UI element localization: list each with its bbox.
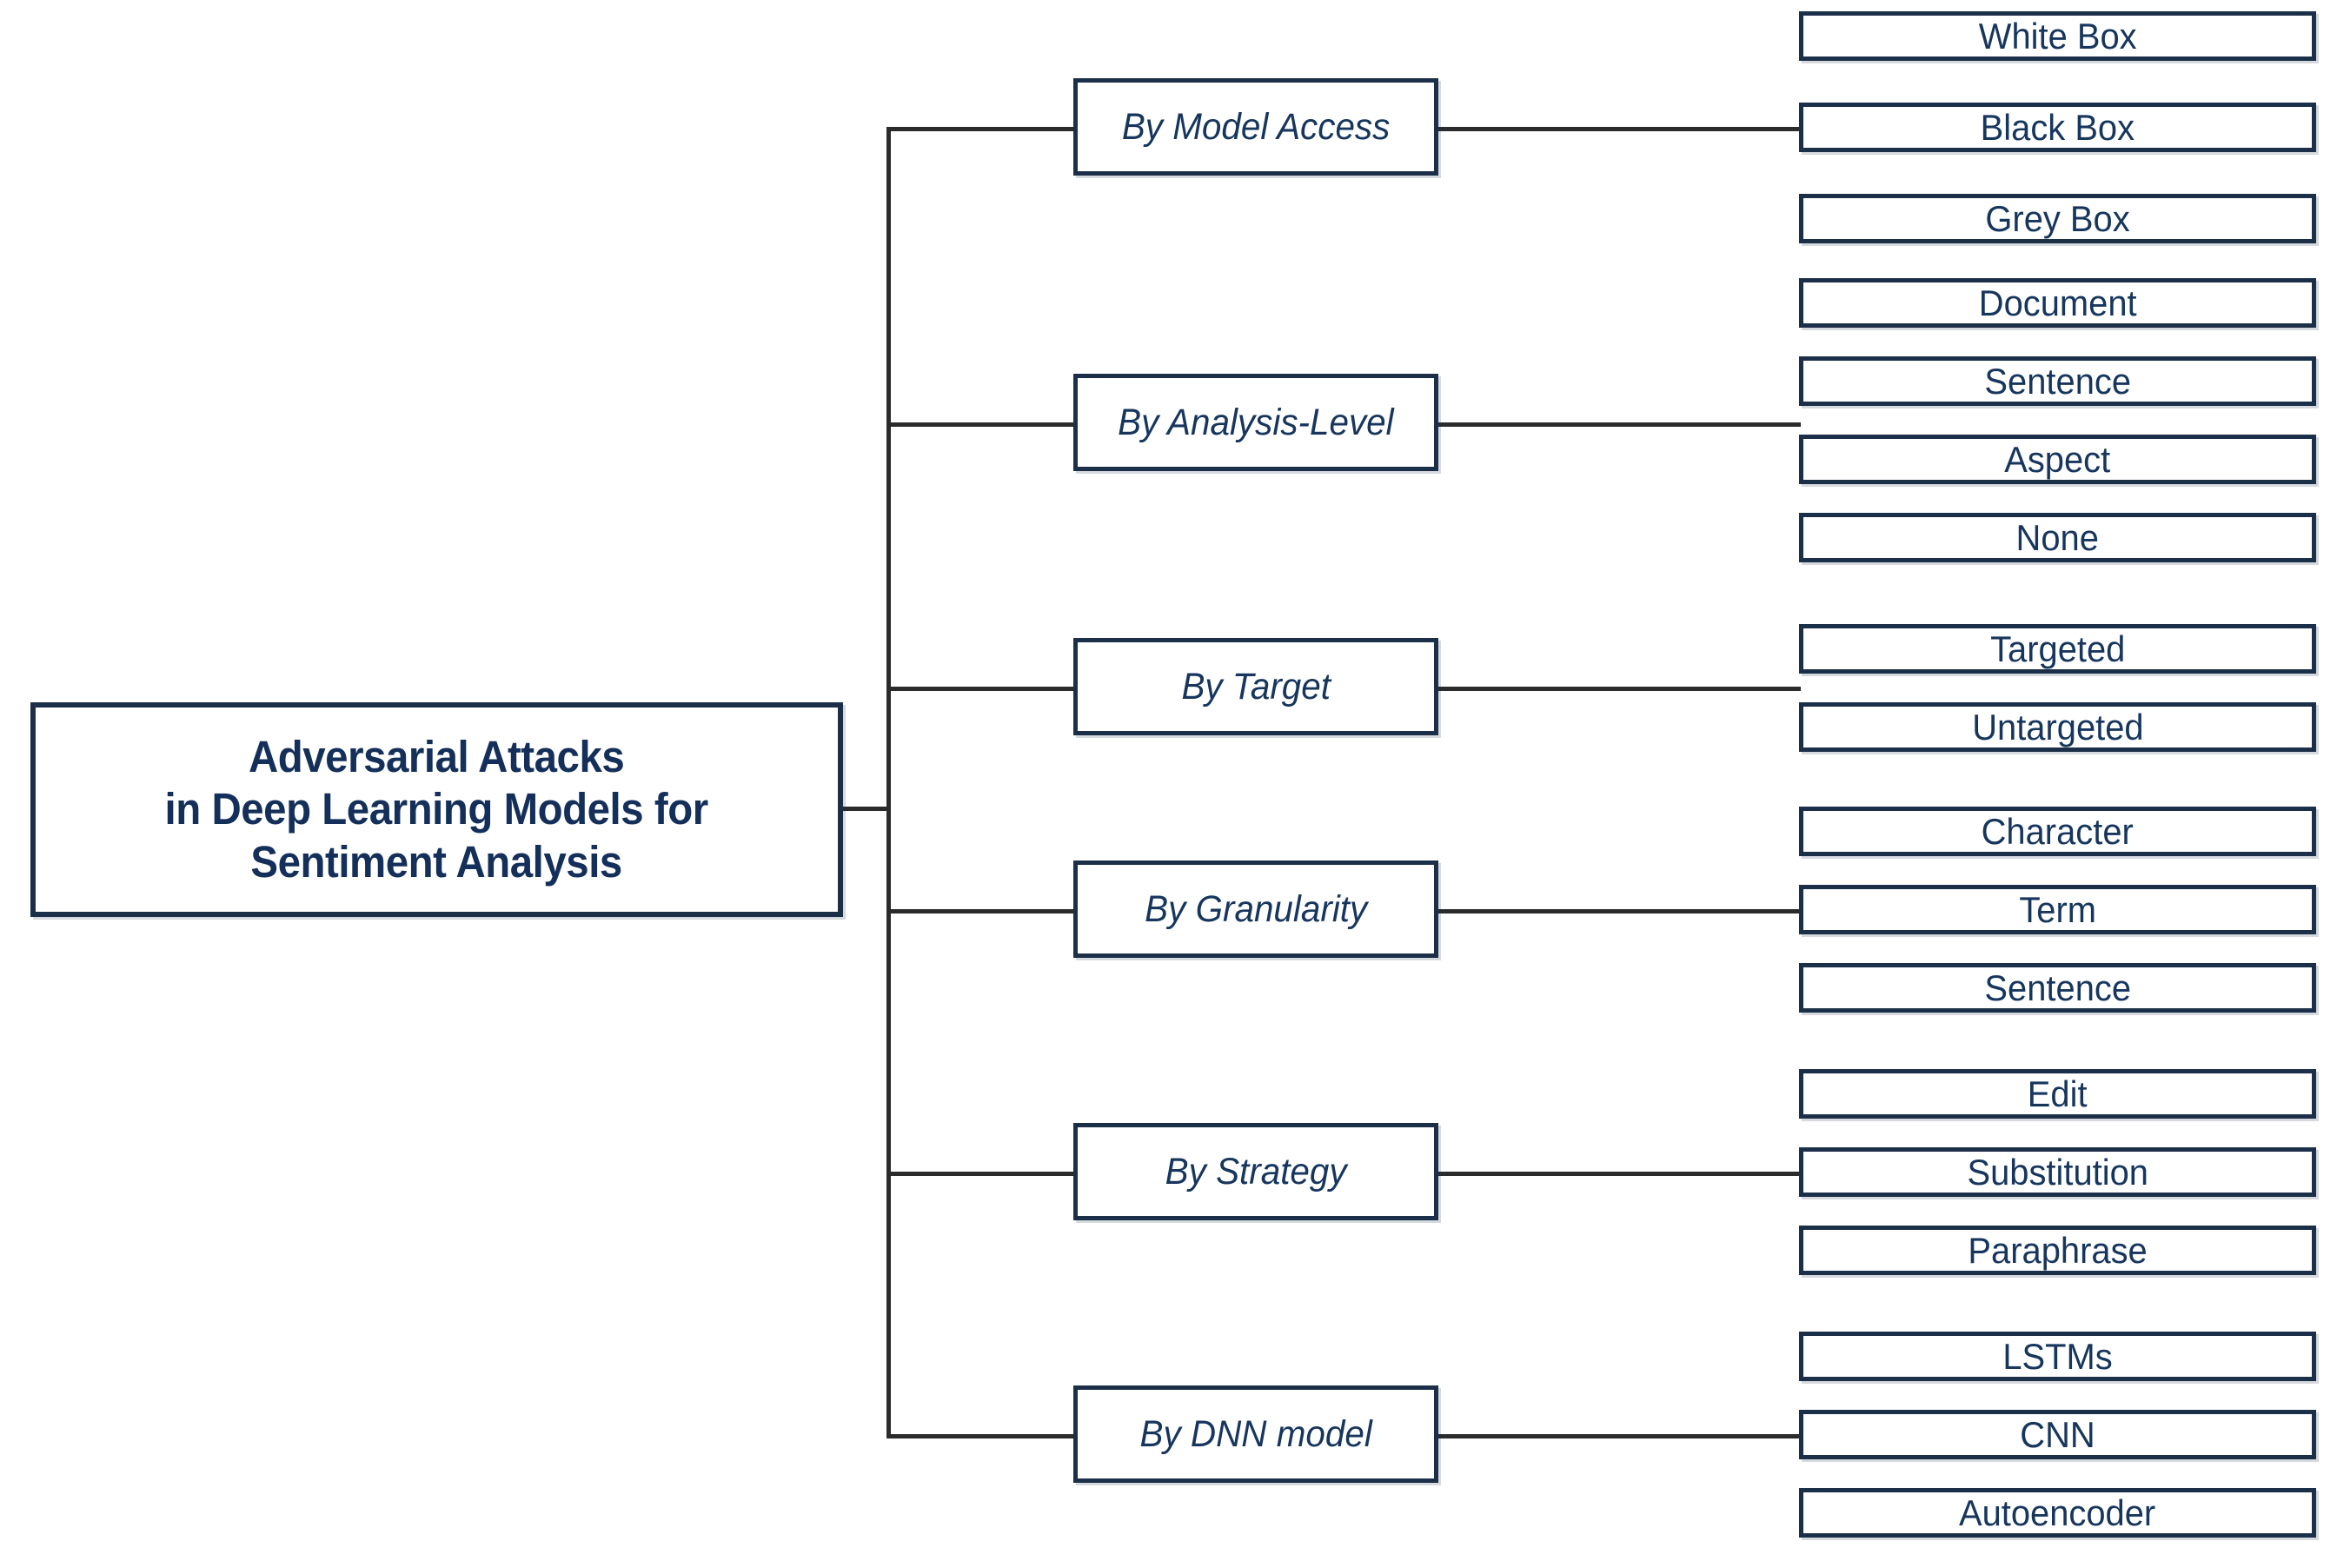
leaf-label: Sentence [1984,360,2131,402]
leaf-label: Sentence [1984,967,2131,1008]
leaf-node-none[interactable]: None [1799,513,2316,562]
leaf-node-white-box[interactable]: White Box [1799,11,2316,61]
root-line-2: in Deep Learning Models for [164,784,709,834]
leaf-node-sentence-analysis[interactable]: Sentence [1799,356,2316,406]
connector-branch-5-to-leaves [1436,1172,1801,1176]
connector-spine-to-branch-5 [886,1172,1076,1176]
connector-spine [886,129,891,1438]
leaf-node-sentence-granularity[interactable]: Sentence [1799,963,2316,1013]
leaf-label: Character [1981,810,2135,852]
branch-label: By Analysis-Level [1118,401,1394,443]
leaf-node-edit[interactable]: Edit [1799,1069,2316,1119]
leaf-node-character[interactable]: Character [1799,807,2316,856]
leaf-label: Grey Box [1985,197,2130,239]
branch-node-by-model-access[interactable]: By Model Access [1073,78,1438,176]
leaf-label: Paraphrase [1968,1229,2148,1271]
branch-label: By Model Access [1121,105,1391,148]
leaf-label: Document [1978,282,2137,323]
branch-node-by-target[interactable]: By Target [1073,638,1438,735]
branch-node-by-analysis-level[interactable]: By Analysis-Level [1073,374,1438,471]
leaf-label: Black Box [1980,106,2135,148]
connector-root-to-spine [841,807,891,811]
root-line-1: Adversarial Attacks [249,732,625,782]
connector-spine-to-branch-3 [886,687,1076,691]
connector-spine-to-branch-1 [886,127,1076,131]
root-node-label: Adversarial Attacks in Deep Learning Mod… [164,731,709,888]
leaf-node-grey-box[interactable]: Grey Box [1799,194,2316,243]
leaf-node-targeted[interactable]: Targeted [1799,624,2316,674]
connector-branch-6-to-leaves [1436,1434,1801,1438]
connector-branch-2-to-leaves [1436,422,1801,427]
leaf-label: Edit [2028,1073,2088,1114]
leaf-label: Term [2019,888,2096,930]
leaf-label: LSTMs [2002,1335,2113,1377]
branch-label: By DNN model [1139,1412,1372,1455]
root-line-3: Sentiment Analysis [250,836,623,887]
leaf-label: Autoencoder [1959,1492,2156,1533]
leaf-node-substitution[interactable]: Substitution [1799,1147,2316,1197]
connector-spine-to-branch-2 [886,422,1076,427]
leaf-node-autoencoder[interactable]: Autoencoder [1799,1488,2316,1538]
branch-node-by-dnn-model[interactable]: By DNN model [1073,1385,1438,1483]
branch-node-by-strategy[interactable]: By Strategy [1073,1123,1438,1220]
branch-node-by-granularity[interactable]: By Granularity [1073,860,1438,958]
leaf-label: Targeted [1989,628,2126,669]
leaf-node-black-box[interactable]: Black Box [1799,103,2316,152]
leaf-node-term[interactable]: Term [1799,885,2316,934]
connector-branch-4-to-leaves [1436,909,1801,914]
leaf-label: None [2015,516,2100,558]
leaf-label: Substitution [1967,1151,2148,1193]
connector-branch-3-to-leaves [1436,687,1801,691]
leaf-node-lstms[interactable]: LSTMs [1799,1332,2316,1381]
leaf-node-untargeted[interactable]: Untargeted [1799,702,2316,752]
branch-label: By Target [1181,665,1331,708]
leaf-label: Aspect [2004,438,2111,480]
leaf-label: CNN [2020,1413,2095,1455]
leaf-node-document[interactable]: Document [1799,278,2316,328]
connector-spine-to-branch-6 [886,1434,1076,1438]
leaf-label: Untargeted [1971,706,2144,747]
leaf-node-aspect[interactable]: Aspect [1799,435,2316,484]
leaf-label: White Box [1978,15,2137,56]
leaf-node-cnn[interactable]: CNN [1799,1410,2316,1459]
leaf-node-paraphrase[interactable]: Paraphrase [1799,1226,2316,1275]
branch-label: By Strategy [1165,1150,1347,1193]
connector-spine-to-branch-4 [886,909,1076,914]
root-node[interactable]: Adversarial Attacks in Deep Learning Mod… [30,702,843,917]
branch-label: By Granularity [1144,887,1368,930]
connector-branch-1-to-leaves [1436,127,1801,131]
